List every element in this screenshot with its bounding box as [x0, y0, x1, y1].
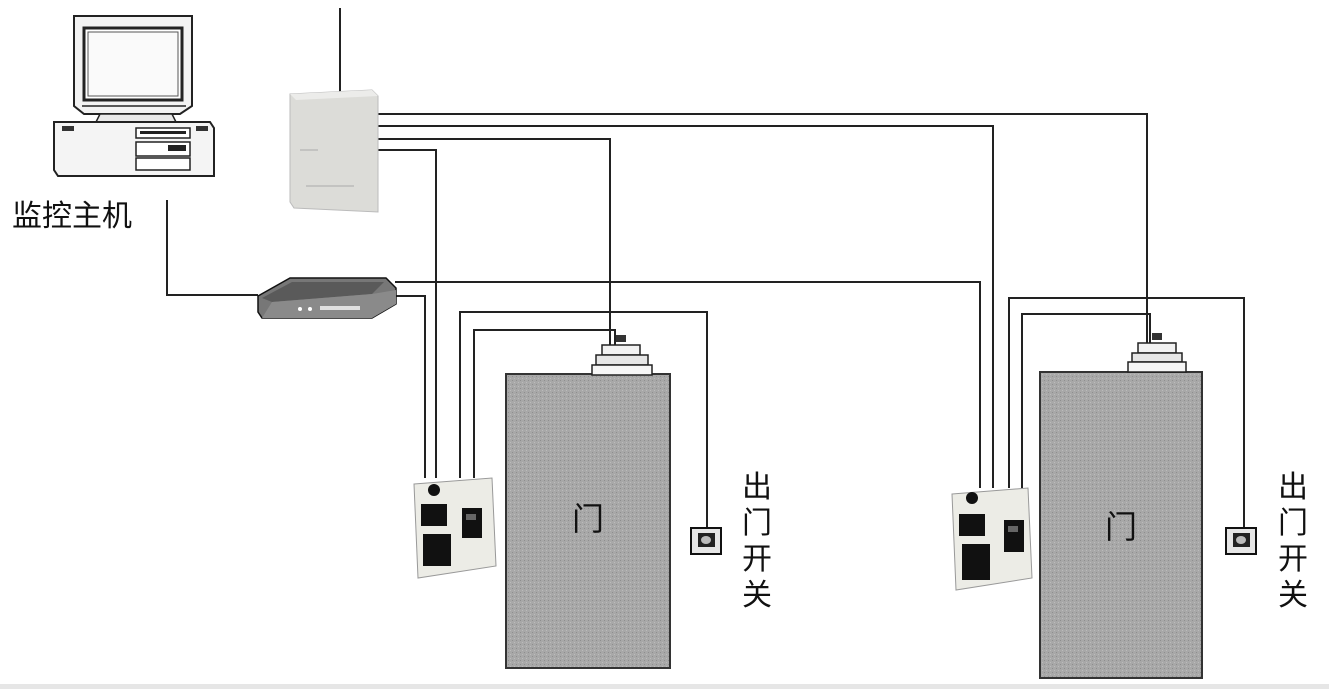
controller-right-lock-wire — [378, 113, 1148, 345]
door-icon — [1039, 371, 1203, 679]
network-switch-icon — [257, 277, 397, 319]
switch-right-reader-cable — [395, 281, 981, 488]
electric-lock-icon — [1127, 333, 1187, 373]
svg-text:出: 出 — [742, 470, 772, 505]
left-exit-switch-label: 出 门 开 关 — [742, 470, 772, 613]
controller-left-reader-wire — [378, 149, 437, 478]
svg-text:出: 出 — [1278, 470, 1308, 505]
host-switch-cable — [166, 200, 258, 296]
controller-box-icon — [289, 89, 379, 213]
svg-text:开: 开 — [742, 542, 772, 577]
monitor-icon — [73, 15, 193, 123]
electric-lock-icon — [591, 335, 653, 376]
right-exit-switch-wire — [1008, 297, 1245, 528]
monitoring-host: 监控主机 — [12, 15, 215, 234]
right-door-assembly: 门 出 门 开 关 — [951, 333, 1308, 679]
card-reader-icon — [951, 487, 1033, 591]
right-door-label: 门 — [1105, 508, 1137, 546]
controller-left-lock-wire — [378, 138, 611, 345]
right-panel-lock-wire — [1021, 313, 1151, 488]
host-label: 监控主机 — [12, 199, 132, 234]
controller-right-reader-wire — [378, 125, 994, 488]
svg-text:关: 关 — [1278, 578, 1308, 613]
left-exit-switch-wire — [459, 311, 708, 528]
svg-text:开: 开 — [1278, 542, 1308, 577]
door-icon — [505, 373, 671, 669]
svg-text:门: 门 — [742, 506, 772, 541]
left-door-label: 门 — [572, 500, 604, 538]
card-reader-icon — [413, 477, 497, 579]
wiring — [166, 8, 1245, 528]
right-exit-switch-label: 出 门 开 关 — [1278, 470, 1308, 613]
left-door-assembly: 门 出 门 开 关 — [413, 335, 772, 669]
exit-button-icon — [1225, 527, 1257, 555]
pc-tower-icon — [53, 121, 215, 177]
left-panel-lock-wire — [473, 329, 616, 478]
bottom-edge — [0, 684, 1329, 689]
exit-button-icon — [690, 527, 722, 555]
svg-text:关: 关 — [742, 578, 772, 613]
svg-text:门: 门 — [1278, 506, 1308, 541]
switch-left-reader-cable — [395, 295, 426, 478]
